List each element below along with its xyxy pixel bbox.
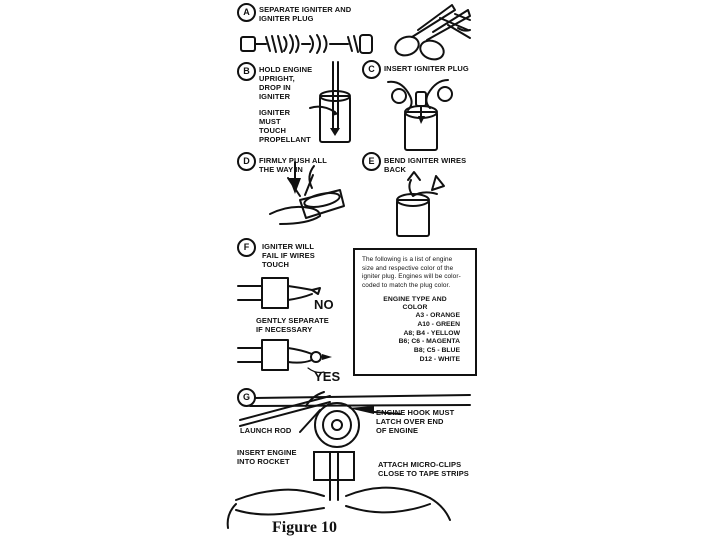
hook-label: ENGINE HOOK MUST LATCH OVER END OF ENGIN… — [376, 408, 455, 435]
engine-row: B6; C6 - MAGENTA — [398, 338, 460, 346]
step-b-badge: B — [237, 62, 256, 81]
engine-row: A8; B4 - YELLOW — [403, 329, 460, 337]
step-a-label: SEPARATE IGNITER AND IGNITER PLUG — [259, 5, 352, 23]
engine-color-info-box: The following is a list of engine size a… — [353, 248, 477, 376]
step-f-badge: F — [237, 238, 256, 257]
engine-row: A3 - ORANGE — [415, 312, 460, 320]
launch-rod-label: LAUNCH ROD — [240, 426, 292, 435]
step-e-label: BEND IGNITER WIRES BACK — [384, 156, 467, 174]
step-c-label: INSERT IGNITER PLUG — [384, 64, 469, 73]
insert-engine-label: INSERT ENGINE INTO ROCKET — [237, 448, 297, 466]
clips-label: ATTACH MICRO-CLIPS CLOSE TO TAPE STRIPS — [378, 460, 469, 478]
step-g-badge: G — [237, 388, 256, 407]
step-e-badge: E — [362, 152, 381, 171]
step-b-note: IGNITER MUST TOUCH PROPELLANT — [259, 108, 311, 144]
no-label: NO — [314, 297, 334, 312]
engine-row: D12 - WHITE — [419, 355, 460, 363]
step-a-badge: A — [237, 3, 256, 22]
igniter-and-plug-illustration — [240, 34, 373, 54]
bend-wires-illustration — [396, 171, 445, 237]
step-d-badge: D — [237, 152, 256, 171]
wires-touching-illustration — [237, 277, 321, 309]
yes-label: YES — [314, 369, 341, 384]
wires-separated-illustration — [237, 339, 332, 374]
step-f-label: IGNITER WILL FAIL IF WIRES TOUCH — [262, 242, 315, 269]
engine-type-title: Engine Type and Color — [383, 296, 447, 312]
engine-row: B8; C5 - BLUE — [413, 347, 460, 355]
step-b-label: HOLD ENGINE UPRIGHT, DROP IN IGNITER — [259, 65, 313, 101]
push-plug-illustration — [269, 161, 345, 225]
insert-plug-illustration — [387, 79, 453, 151]
figure-caption: Figure 10 — [272, 519, 338, 536]
scissors-illustration — [394, 4, 471, 61]
launch-setup-illustration — [226, 391, 471, 529]
engine-with-igniter-illustration — [309, 61, 351, 143]
step-d-label: FIRMLY PUSH ALL THE WAY IN — [259, 156, 327, 174]
engine-info-intro: The following is a list of engine size a… — [362, 256, 461, 289]
step-c-badge: C — [362, 60, 381, 79]
separate-label: GENTLY SEPARATE IF NECESSARY — [256, 316, 329, 334]
engine-row: A10 - GREEN — [417, 321, 460, 329]
